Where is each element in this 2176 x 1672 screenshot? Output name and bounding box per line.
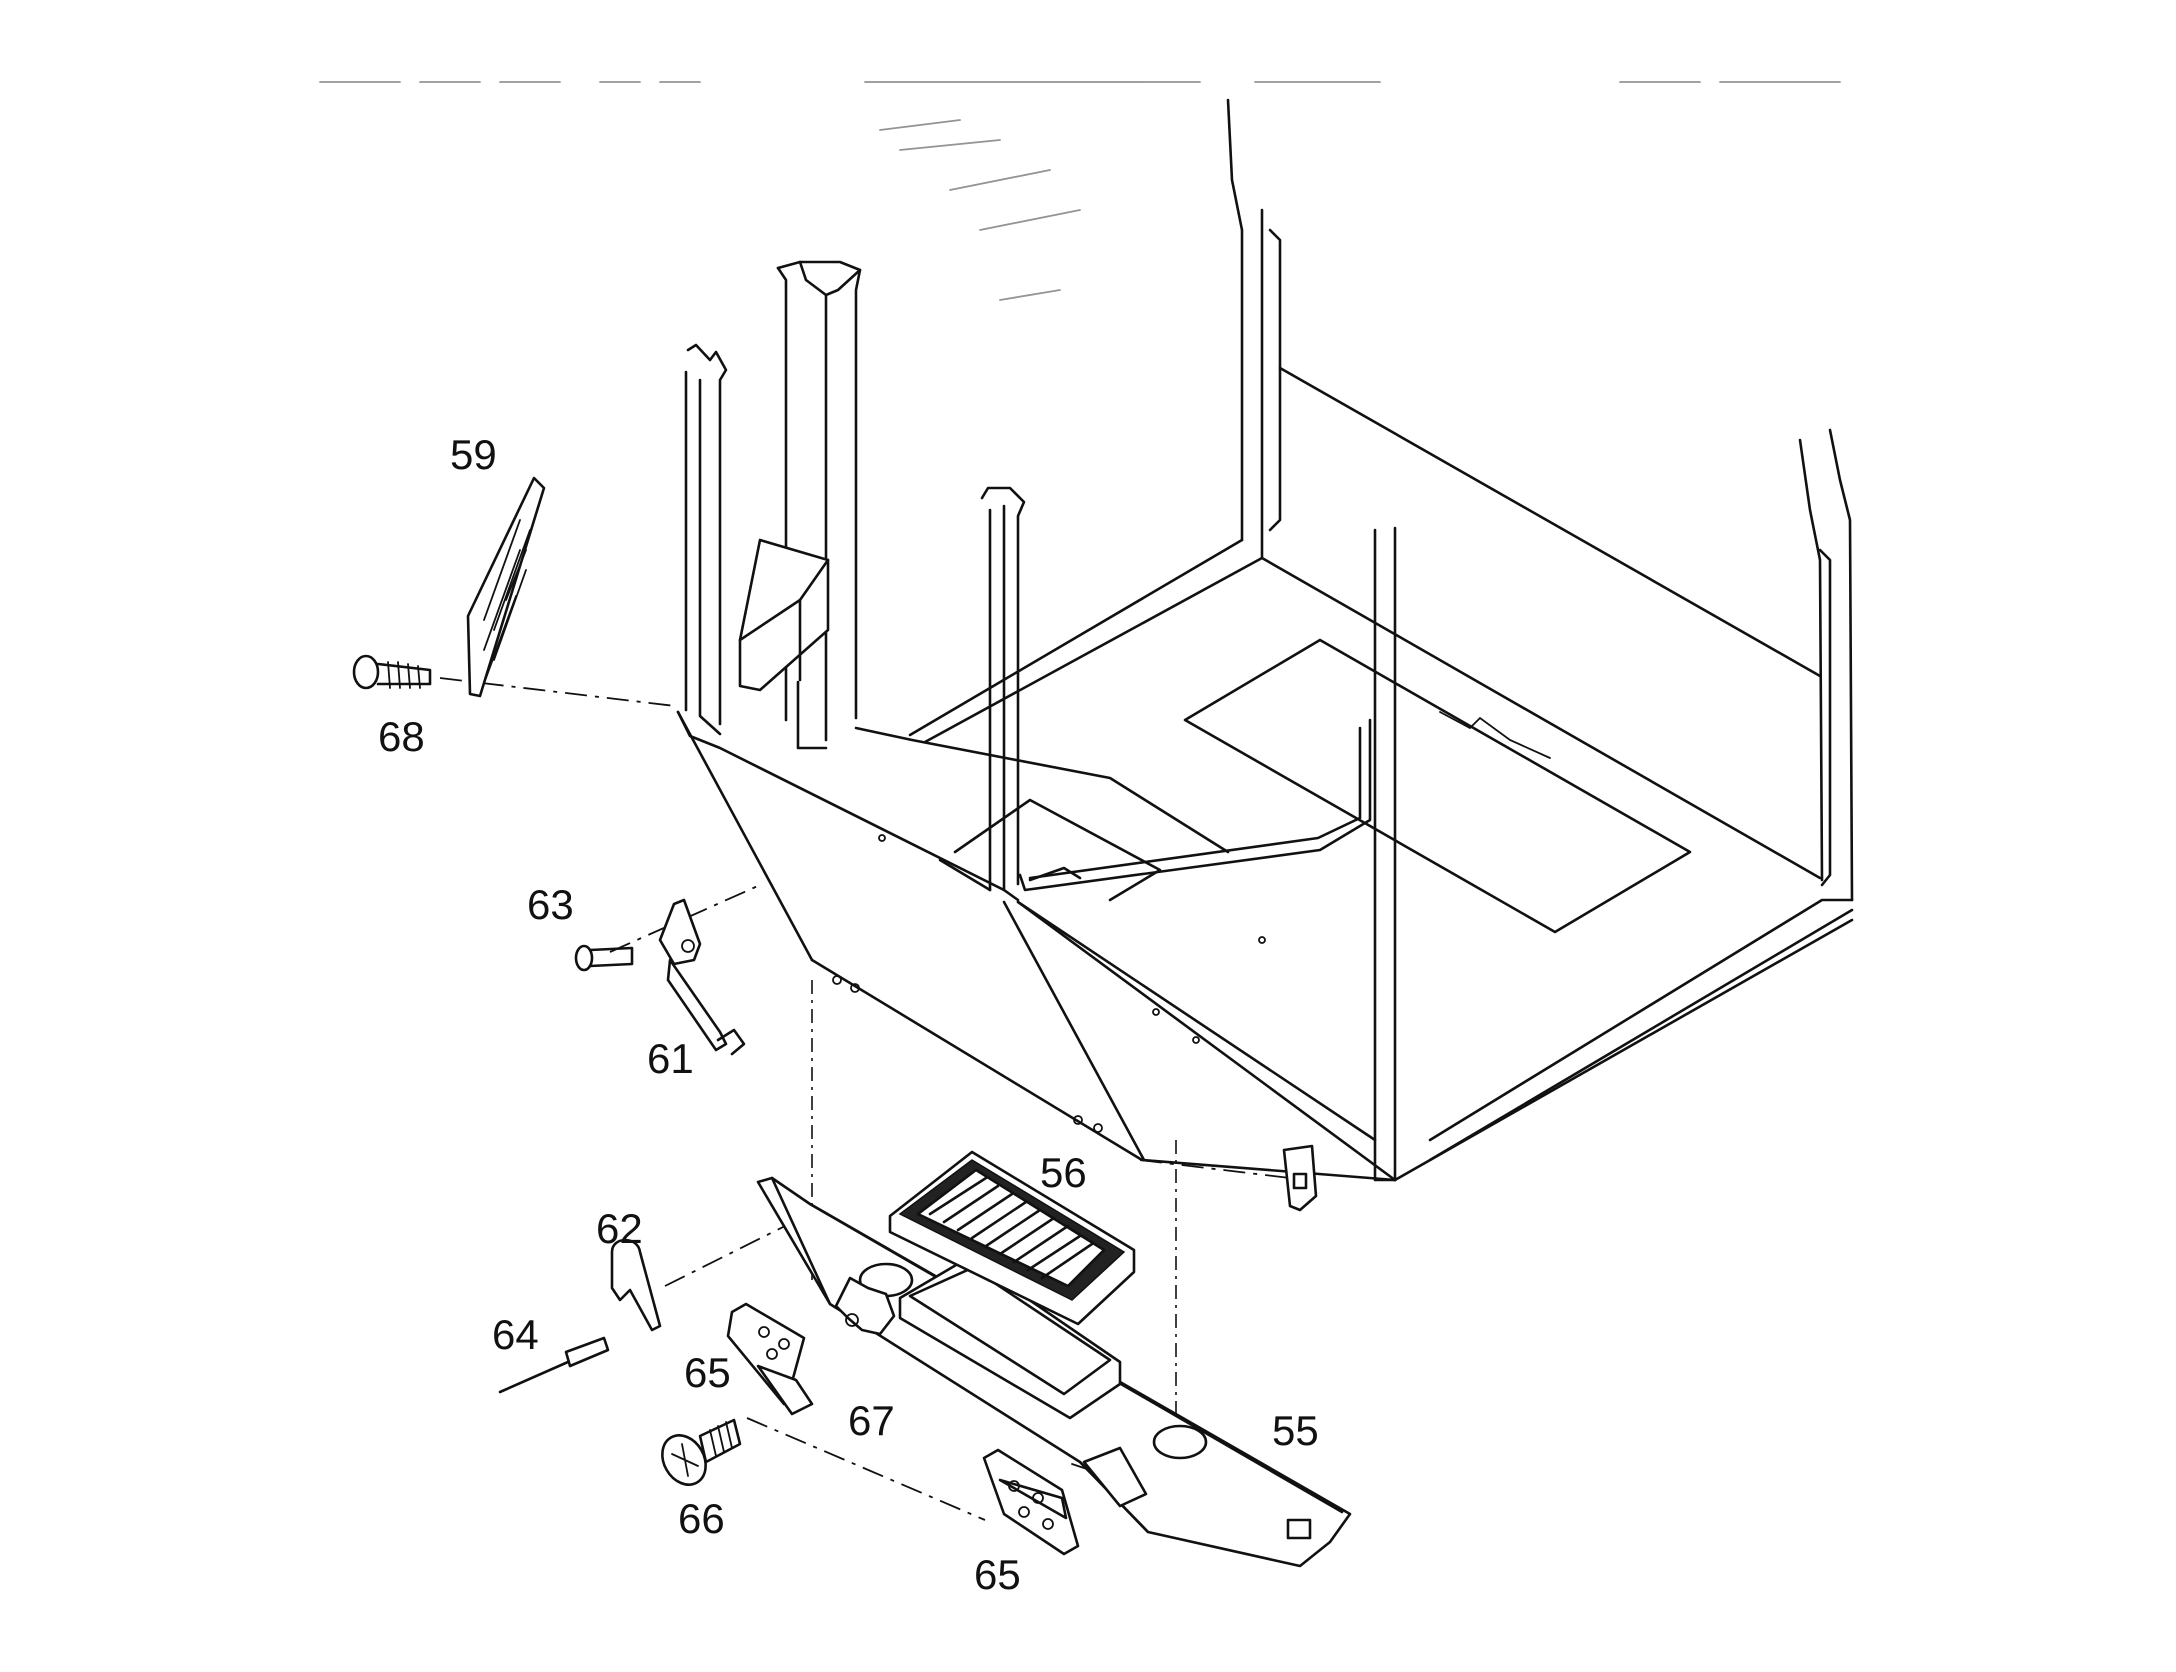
part-65-hinge-lower (982, 1448, 1080, 1556)
top-scan-marks (319, 81, 1841, 301)
part-64-pin (498, 1336, 610, 1394)
callout-65-upper: 65 (684, 1349, 731, 1396)
part-56-vent (888, 1150, 1136, 1326)
part-59-grille (466, 476, 546, 698)
corner-catch-bracket (1282, 1144, 1318, 1212)
part-67-lock (834, 1276, 896, 1336)
callout-65-lower: 65 (974, 1551, 1021, 1598)
callout-63: 63 (527, 881, 574, 928)
callout-56: 56 (1040, 1149, 1087, 1196)
callout-68: 68 (378, 713, 425, 760)
callout-59: 59 (450, 431, 497, 478)
part-66-screw (661, 1418, 742, 1486)
callout-67: 67 (848, 1397, 895, 1444)
cabinet-frame (676, 98, 1854, 1182)
callout-62: 62 (596, 1205, 643, 1252)
callout-55: 55 (1272, 1407, 1319, 1454)
callout-64: 64 (492, 1311, 539, 1358)
part-68-screw (352, 654, 432, 690)
part-62-clip (610, 1238, 662, 1332)
part-61-latch (658, 898, 746, 1056)
part-55-tray (756, 1176, 1352, 1568)
callout-66: 66 (678, 1495, 725, 1542)
part-65-hinge-upper (726, 1302, 814, 1416)
leader-lines (439, 677, 1291, 1521)
part-63-rivet (574, 944, 634, 972)
callout-61: 61 (647, 1035, 694, 1082)
